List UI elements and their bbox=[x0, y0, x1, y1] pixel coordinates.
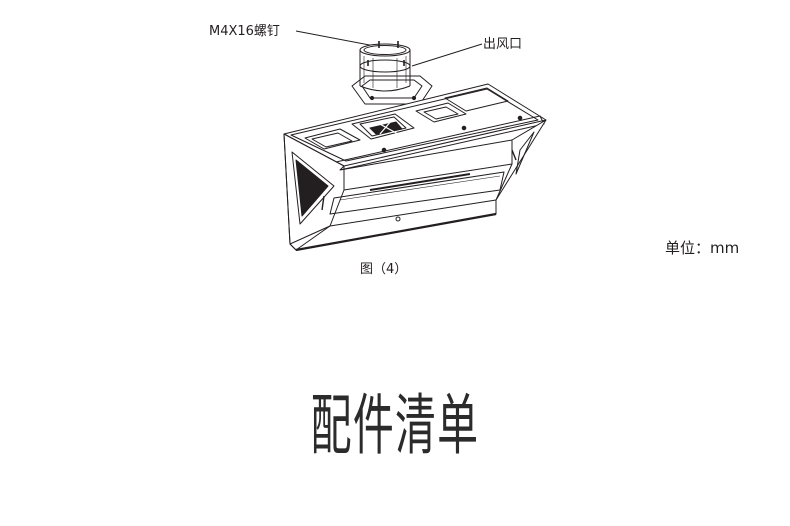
outlet-callout: 出风口 bbox=[483, 37, 523, 52]
unit-note: 单位：mm bbox=[665, 239, 740, 257]
screw-icons bbox=[367, 41, 405, 66]
figure-caption: 图（4） bbox=[360, 262, 408, 277]
section-title: 配件清单 bbox=[310, 387, 480, 464]
screw-callout: M4X16螺钉 bbox=[209, 24, 280, 39]
outlet-flange bbox=[351, 75, 433, 105]
outlet-leader-line bbox=[411, 43, 483, 67]
hood-body bbox=[283, 119, 547, 252]
